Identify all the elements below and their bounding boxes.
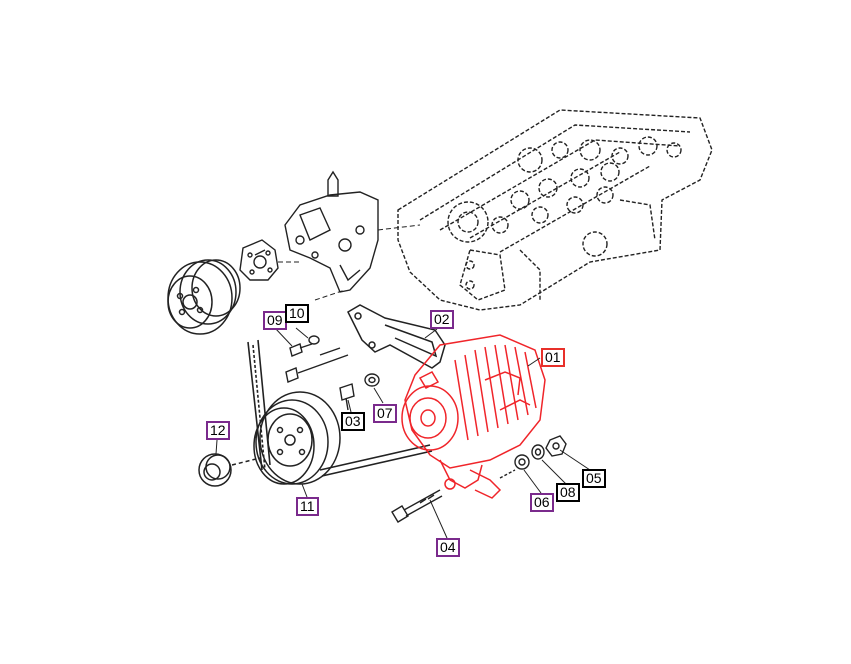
alignment-lines [278, 224, 421, 301]
cylinder-head [397, 109, 713, 311]
callout-06[interactable]: 06 [530, 493, 554, 512]
alternator [401, 334, 546, 499]
washers-nuts [499, 435, 567, 479]
callout-05[interactable]: 05 [582, 469, 606, 488]
pulley-nut [198, 453, 261, 487]
small-bolts [285, 335, 380, 411]
callout-02[interactable]: 02 [430, 310, 454, 329]
leader-lines [215, 327, 591, 539]
callout-09[interactable]: 09 [263, 311, 287, 330]
crankshaft-pulley [253, 391, 341, 485]
v-belt [247, 339, 433, 477]
callout-01[interactable]: 01 [541, 348, 565, 367]
water-pump [254, 170, 379, 293]
pump-flange [239, 239, 279, 281]
fan-pulley [167, 259, 241, 335]
callout-10[interactable]: 10 [285, 304, 309, 323]
adjusting-bracket [347, 304, 446, 369]
callout-07[interactable]: 07 [373, 404, 397, 423]
callout-12[interactable]: 12 [206, 421, 230, 440]
callout-11[interactable]: 11 [296, 497, 319, 516]
callout-08[interactable]: 08 [556, 483, 580, 502]
callout-03[interactable]: 03 [341, 412, 365, 431]
callout-04[interactable]: 04 [436, 538, 460, 557]
long-bolt [391, 489, 443, 523]
